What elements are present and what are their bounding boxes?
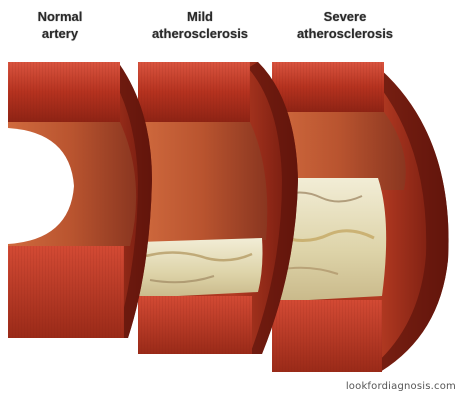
normal-artery-segment [8,62,152,338]
watermark-text: lookfordiagnosis.com [346,381,456,392]
severe-artery-segment [272,62,449,372]
mild-artery-segment [138,62,298,354]
